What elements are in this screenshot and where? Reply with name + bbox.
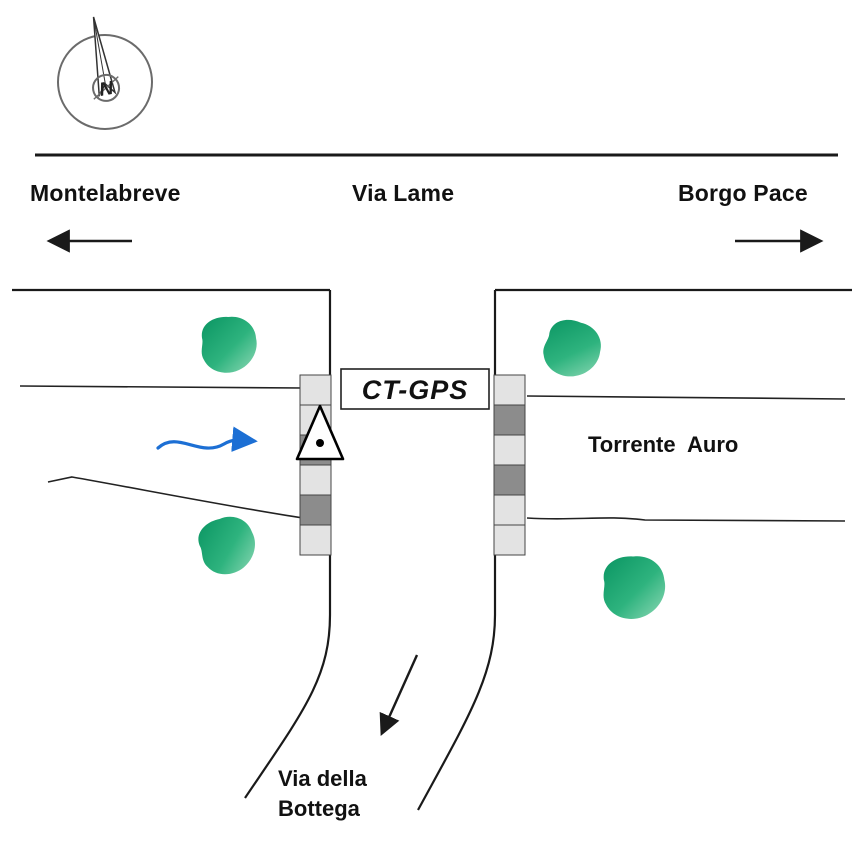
benchmark-icon [295, 404, 345, 461]
tree-icon [603, 556, 666, 619]
stream-bank-lower-right [526, 517, 846, 522]
bridge-abutment-right [493, 374, 526, 556]
destination-label-montelabreve: Montelabreve [30, 180, 181, 206]
south-road-edge-right [417, 290, 497, 811]
destination-label-borgo-pace: Borgo Pace [678, 180, 808, 206]
river-label-torrente-auro: Torrente Auro [588, 432, 739, 457]
road-label-line1: Via della [278, 766, 367, 791]
road-label-line2: Bottega [278, 796, 360, 821]
stream-bank-upper-left [19, 385, 304, 389]
bridge-abutment-left [299, 374, 332, 556]
station-box [340, 368, 490, 410]
arrow-south-icon [379, 654, 419, 736]
compass-icon: N [57, 16, 153, 130]
station-label-ct-gps: CT-GPS [361, 374, 469, 405]
tree-icon [201, 316, 257, 373]
road-label-via-lame: Via Lame [352, 180, 455, 206]
flow-arrow-icon [156, 426, 258, 452]
stream-bank-lower-left [47, 476, 304, 519]
tree-icon [543, 320, 601, 377]
south-road-edge-left [244, 290, 332, 799]
stream-bank-upper-right [526, 395, 846, 400]
tree-icons [198, 316, 666, 619]
compass-north-label: N [98, 78, 116, 101]
road-label-via-della-bottega: Via della Bottega [278, 764, 367, 824]
tree-icon [198, 516, 255, 575]
